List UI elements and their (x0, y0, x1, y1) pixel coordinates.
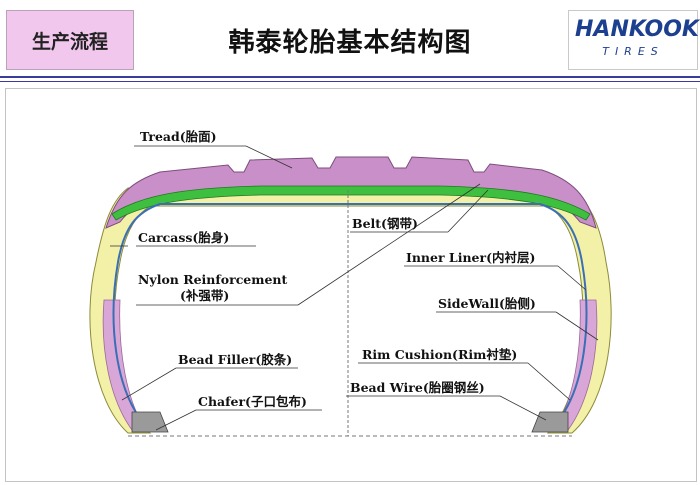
label-bead-wire: Bead Wire(胎圈钢丝) (350, 380, 485, 395)
label-nylon-reinforcement: Nylon Reinforcement (138, 272, 288, 287)
header-rule-thick (0, 76, 700, 78)
diagram-frame (5, 88, 697, 482)
hankook-logo: HANKOOK TIRES (568, 10, 699, 70)
sidewall-shape (89, 187, 612, 434)
label-chafer: Chafer(子口包布) (198, 394, 307, 409)
leader-lines (110, 145, 599, 431)
label-sidewall: SideWall(胎侧) (438, 296, 536, 311)
right-bead (531, 411, 569, 433)
page-title: 韩泰轮胎基本结构图 (228, 27, 472, 58)
label-rim-cushion: Rim Cushion(Rim衬垫) (362, 347, 517, 362)
label-inner-liner: Inner Liner(内衬层) (406, 250, 535, 265)
label-nylon-reinforcement-cn: (补强带) (180, 288, 229, 303)
header-rule-thin (0, 81, 700, 82)
logo-subtext: TIRES (602, 45, 664, 58)
left-bead (131, 411, 169, 433)
label-belt: Belt(钢带) (352, 216, 418, 231)
label-bead-filler: Bead Filler(胶条) (178, 352, 292, 367)
left-sidewall-band (102, 299, 147, 431)
inner-liner-line (112, 203, 588, 427)
label-tread: Tread(胎面) (140, 129, 217, 144)
logo-wordmark: HANKOOK (575, 17, 699, 42)
section-badge: 生产流程 (6, 10, 134, 70)
belt-shape (111, 185, 591, 221)
header-bar: 生产流程 韩泰轮胎基本结构图 HANKOOK TIRES (0, 0, 700, 78)
label-carcass: Carcass(胎身) (138, 230, 229, 245)
